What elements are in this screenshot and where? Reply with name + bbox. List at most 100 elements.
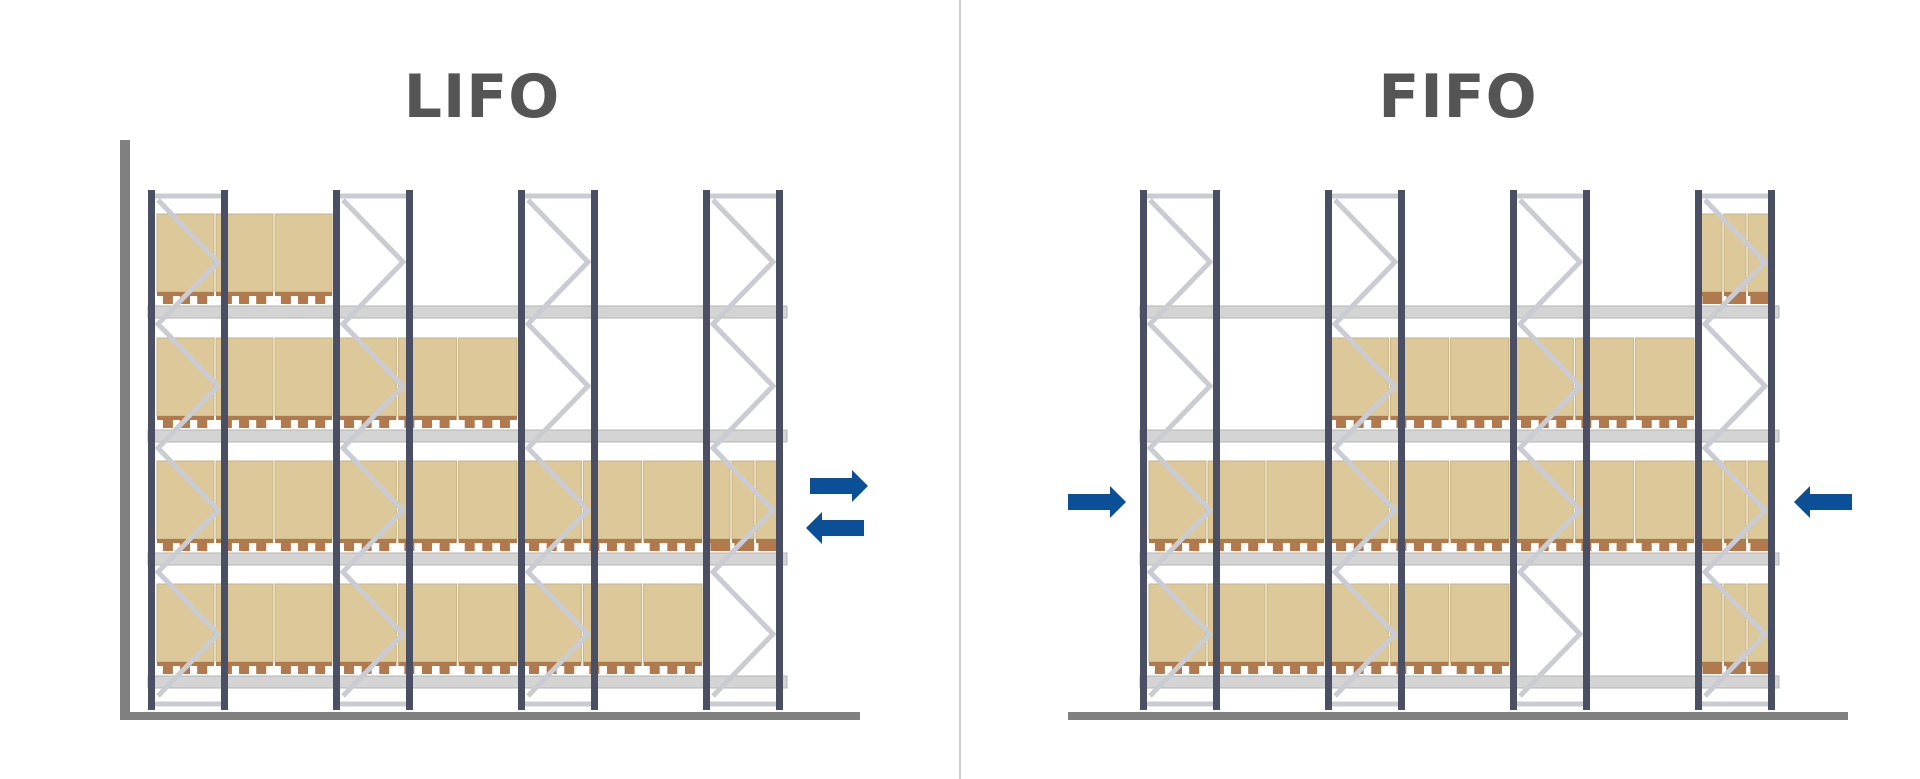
- pallet-box: [1450, 337, 1510, 417]
- pallet-block: [256, 296, 267, 304]
- pallet-block: [315, 296, 326, 304]
- pallet-block: [1248, 543, 1259, 551]
- pallet-deck: [1450, 539, 1509, 543]
- pallet-block: [344, 543, 355, 551]
- pallet-deck: [1748, 539, 1770, 543]
- pallet-deck: [1515, 539, 1574, 543]
- pallet-deck: [1450, 662, 1509, 666]
- pallet-block: [624, 666, 635, 674]
- pallet-block: [1641, 420, 1652, 428]
- pallet-box: [1699, 213, 1723, 293]
- pallet-deck: [1515, 416, 1574, 420]
- pallet-block: [482, 543, 493, 551]
- pallet-block: [421, 543, 432, 551]
- pallet-box: [1266, 460, 1325, 540]
- rack-upright: [518, 190, 525, 710]
- pallet-box: [1450, 583, 1510, 663]
- pallet-block: [1676, 543, 1687, 551]
- pallet-block: [1307, 543, 1318, 551]
- pallet-box: [274, 213, 333, 293]
- pallet-deck: [1700, 662, 1722, 666]
- pallet-block: [315, 420, 326, 428]
- pallet-deck: [583, 539, 642, 543]
- rack-upright: [591, 190, 598, 710]
- rack-upright: [1768, 190, 1775, 710]
- pallet-block: [1736, 543, 1747, 551]
- pallet-deck: [275, 292, 332, 296]
- pallet-deck: [1208, 539, 1265, 543]
- lifo-title: LIFO: [403, 62, 561, 132]
- pallet-block: [239, 666, 250, 674]
- pallet-deck: [216, 539, 273, 543]
- pallet-block: [439, 543, 450, 551]
- pallet-block: [529, 666, 540, 674]
- pallet-block: [1521, 420, 1532, 428]
- pallet-block: [1189, 666, 1200, 674]
- rack-upright: [221, 190, 228, 710]
- pallet-block: [162, 296, 173, 304]
- pallet-block: [499, 420, 510, 428]
- pallet-block: [1307, 666, 1318, 674]
- pallet-block: [1371, 543, 1382, 551]
- pallet-block: [1598, 543, 1609, 551]
- pallet-block: [1474, 543, 1485, 551]
- pallet-deck: [1267, 662, 1324, 666]
- pallet-box: [274, 460, 333, 540]
- pallet-box: [1699, 583, 1723, 663]
- pallet-block: [162, 420, 173, 428]
- pallet-block: [1456, 666, 1467, 674]
- pallet-box: [1635, 337, 1695, 417]
- pallet-deck: [643, 662, 702, 666]
- fifo-title: FIFO: [1378, 62, 1538, 132]
- pallet-block: [1712, 666, 1723, 674]
- pallet-box: [458, 583, 518, 663]
- pallet-block: [1189, 543, 1200, 551]
- pallet-block: [239, 296, 250, 304]
- pallet-block: [315, 543, 326, 551]
- back-wall: [120, 140, 130, 720]
- pallet-deck: [1390, 662, 1449, 666]
- pallet-deck: [458, 662, 517, 666]
- rack-upright: [776, 190, 783, 710]
- pallet-deck: [1208, 662, 1265, 666]
- pallet-block: [1491, 420, 1502, 428]
- pallet-deck: [583, 662, 642, 666]
- frame-bracing: [524, 198, 592, 698]
- pallet-block: [1760, 543, 1771, 551]
- pallet-deck: [1330, 539, 1389, 543]
- pallet-block: [1290, 666, 1301, 674]
- pallet-deck: [1575, 416, 1634, 420]
- pallet-deck: [1635, 416, 1694, 420]
- pallet-block: [1616, 420, 1627, 428]
- pallet-deck: [708, 539, 730, 543]
- pallet-block: [197, 666, 208, 674]
- pallet-block: [1371, 666, 1382, 674]
- pallet-deck: [275, 416, 332, 420]
- pallet-block: [1659, 420, 1670, 428]
- pallet-block: [649, 543, 660, 551]
- pallet-block: [1231, 666, 1242, 674]
- pallet-block: [1431, 666, 1442, 674]
- pallet-block: [1474, 420, 1485, 428]
- pallet-block: [1491, 543, 1502, 551]
- pallet-block: [564, 666, 575, 674]
- lifo-out-arrow: [806, 512, 864, 544]
- frame-bracing: [1516, 198, 1584, 698]
- pallet-block: [744, 543, 755, 551]
- pallet-block: [482, 420, 493, 428]
- frame-bracing: [154, 198, 222, 698]
- shelf-beam-4: [1139, 675, 1780, 689]
- lifo-rack: [120, 140, 860, 720]
- pallet-block: [1456, 543, 1467, 551]
- rack-upright: [1213, 190, 1220, 710]
- pallet-deck: [1390, 416, 1449, 420]
- pallet-block: [606, 543, 617, 551]
- pallet-deck: [1635, 539, 1694, 543]
- pallet-block: [439, 420, 450, 428]
- pallet-block: [1231, 543, 1242, 551]
- shelf-beam-4: [147, 675, 788, 689]
- pallet-deck: [1450, 416, 1509, 420]
- pallet-block: [1431, 543, 1442, 551]
